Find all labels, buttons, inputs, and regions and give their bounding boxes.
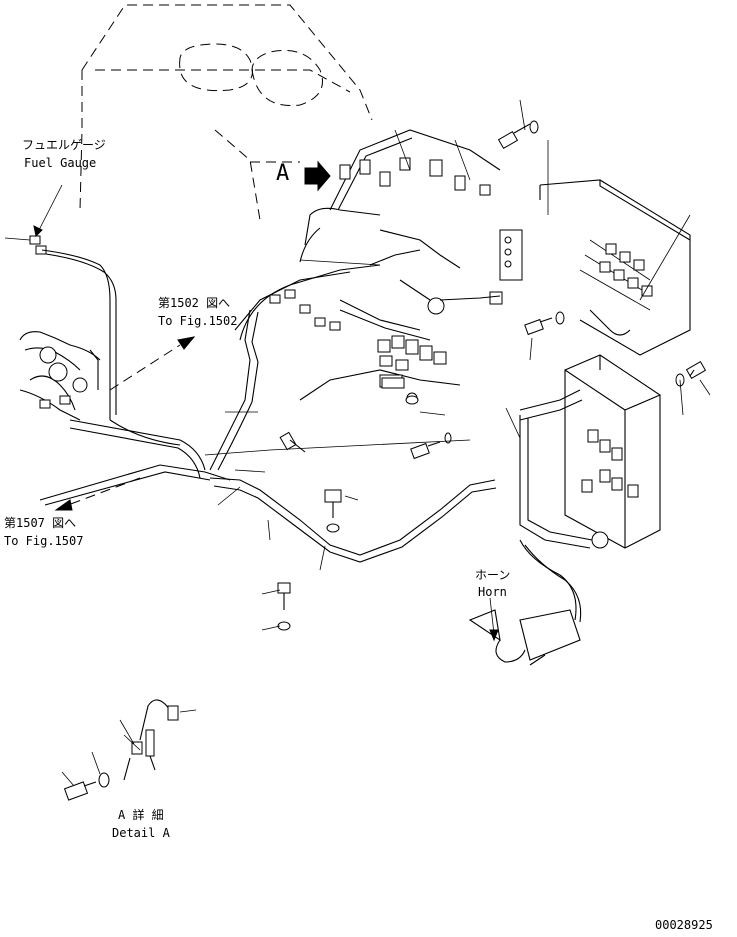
arrow-fig1502 — [109, 336, 196, 391]
fuel-tank-outline — [79, 4, 373, 221]
controller-box — [519, 354, 661, 549]
detail-a-label-en: Detail A — [112, 826, 170, 840]
horn-assembly — [468, 539, 582, 666]
detail-a-label-jp: A 詳 細 — [118, 808, 164, 822]
fuel-gauge-label-jp: フュエルゲージ — [22, 138, 106, 152]
fig1502-label-en: To Fig.1502 — [158, 314, 238, 328]
horn-label-en: Horn — [478, 585, 507, 599]
arrow-fig1507 — [54, 477, 141, 511]
leader-lines — [204, 99, 711, 631]
dashboard-connectors — [329, 129, 523, 315]
main-harness — [39, 207, 497, 563]
fuel-gauge-label-en: Fuel Gauge — [24, 156, 97, 170]
horn-label-jp: ホーン — [475, 568, 511, 582]
central-connectors — [269, 289, 447, 404]
detail-a-drawing — [61, 699, 197, 801]
view-letter-a: A — [276, 161, 290, 186]
fig1507-label-jp: 第1507 図へ — [4, 516, 77, 530]
fig1507-label-en: To Fig.1507 — [4, 534, 84, 548]
fuel-gauge-connector — [4, 184, 117, 420]
view-arrow-a — [304, 160, 331, 192]
fig1502-label-jp: 第1502 図へ — [158, 296, 231, 310]
bolts-washers — [277, 120, 707, 631]
drawing-number: 00028925 — [655, 918, 713, 932]
upper-fuse-box — [539, 179, 691, 356]
left-connector-cluster — [19, 331, 101, 421]
